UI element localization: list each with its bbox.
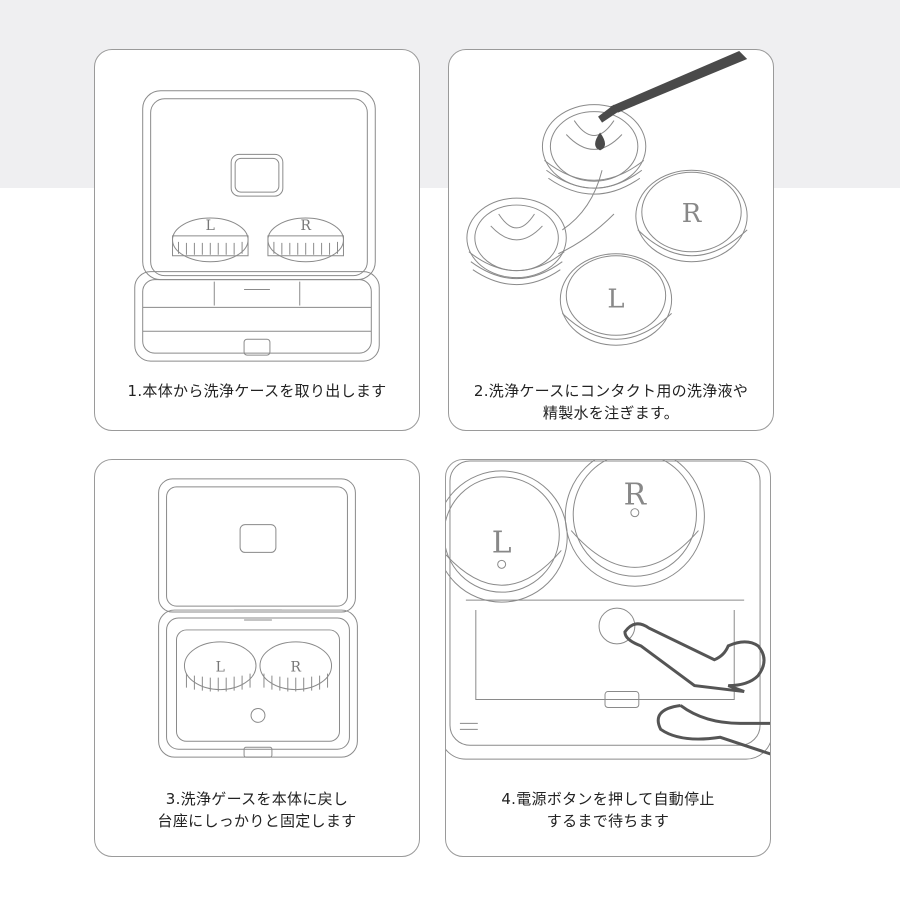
caption-line: 2.洗浄ケースにコンタクト用の洗浄液や: [473, 382, 749, 400]
lens-mark-right: R: [291, 660, 302, 676]
case-reinserted-illustration: L R: [158, 478, 358, 758]
lens-mark-left: L: [607, 284, 624, 314]
caption-line: 台座にしっかりと固定します: [157, 812, 357, 830]
press-power-button-illustration: L R: [446, 460, 770, 760]
step-card-2: R L 2.洗浄ケースにコンタクト用の洗浄液や 精製水を注ぎます。: [448, 49, 774, 431]
dropper-icon: [595, 51, 748, 151]
caption-line: 精製水を注ぎます。: [542, 404, 680, 422]
lens-mark-right: R: [624, 478, 648, 513]
pouring-solution-illustration: R L: [466, 51, 748, 346]
caption-line: 3.洗浄ゲースを本体に戻し: [165, 790, 349, 808]
step-card-3: L R 3.洗浄ゲースを本体に戻し 台座にしっかりと固定します: [94, 459, 420, 857]
caption-line: 1.本体から洗浄ケースを取り出します: [127, 382, 387, 400]
lens-mark-left: L: [492, 525, 512, 560]
step-caption: 4.電源ボタンを押して自動停止 するまで待ちます: [446, 788, 770, 832]
step-card-1: L R 1.本体から洗浄ケースを取り出します: [94, 49, 420, 431]
step-caption: 1.本体から洗浄ケースを取り出します: [95, 380, 419, 402]
step-caption: 2.洗浄ケースにコンタクト用の洗浄液や 精製水を注ぎます。: [449, 380, 773, 424]
case-open-illustration: L R: [134, 90, 380, 362]
lens-mark-right: R: [300, 218, 311, 234]
step-caption: 3.洗浄ゲースを本体に戻し 台座にしっかりと固定します: [95, 788, 419, 832]
pointing-hand-icon: [623, 622, 770, 756]
lens-mark-left: L: [216, 660, 225, 676]
lens-mark-right: R: [682, 199, 703, 229]
caption-line: 4.電源ボタンを押して自動停止: [501, 790, 715, 808]
lens-mark-left: L: [206, 218, 215, 234]
step-card-4: L R 4.電源ボタンを押して自動停止 するまで待ちます: [445, 459, 771, 857]
caption-line: するまで待ちます: [546, 812, 670, 830]
